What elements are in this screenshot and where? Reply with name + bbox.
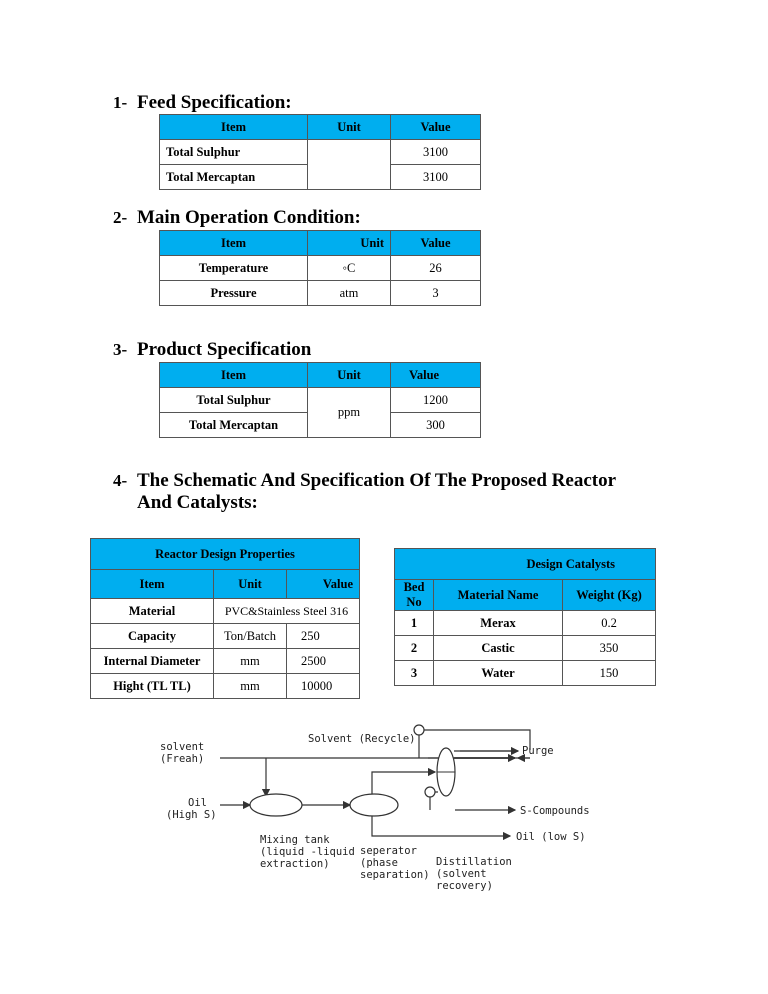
header-weight: Weight (Kg)	[562, 579, 656, 611]
table-cell: 300	[390, 412, 481, 438]
header-unit: Unit	[307, 230, 391, 256]
catalysts-title: Design Catalysts	[394, 548, 656, 580]
label-recycle: Solvent (Recycle)	[308, 733, 415, 745]
header-unit: Unit	[307, 114, 391, 140]
table-cell: Capacity	[90, 623, 214, 649]
mixing-tank	[249, 793, 303, 817]
table-cell: 3100	[390, 139, 481, 165]
header-value: Value	[390, 230, 481, 256]
label-purge: Purge	[522, 745, 554, 757]
table-cell: mm	[213, 673, 287, 699]
header-unit: Unit	[213, 569, 287, 599]
header-item: Item	[159, 362, 308, 388]
table-cell: Total Mercaptan	[159, 412, 308, 438]
header-value: Value	[390, 362, 481, 388]
header-bed: Bed No	[394, 579, 434, 611]
table-cell: Merax	[433, 610, 563, 636]
table-cell: PVC&Stainless Steel 316	[213, 598, 360, 624]
header-item: Item	[90, 569, 214, 599]
header-item: Item	[159, 114, 308, 140]
table-cell: Total Sulphur	[159, 387, 308, 413]
label-distillation-2: (solvent	[436, 868, 487, 880]
label-mixing: Mixing tank	[260, 834, 330, 846]
section-2-heading: 2-Main Operation Condition:	[113, 207, 361, 228]
header-unit: Unit	[307, 362, 391, 388]
label-scompounds: S-Compounds	[520, 805, 590, 817]
label-separator-3: separation)	[360, 869, 430, 881]
reactor-title: Reactor Design Properties	[90, 538, 360, 570]
table-cell: 3100	[390, 164, 481, 190]
label-mixing-2: (liquid -liquid	[260, 846, 355, 858]
label-solvent-sub: (Freah)	[160, 753, 204, 765]
process-schematic: solvent (Freah) Oil (High S) Solvent (Re…	[160, 724, 590, 892]
label-mixing-3: extraction)	[260, 858, 330, 870]
section-1-heading: 1-Feed Specification:	[113, 92, 292, 113]
section-3-heading: 3-Product Specification	[113, 339, 312, 360]
table-cell: ◦C	[307, 255, 391, 281]
header-material: Material Name	[433, 579, 563, 611]
table-cell: 3	[394, 660, 434, 686]
table-cell: Ton/Batch	[213, 623, 287, 649]
table-cell: 3	[390, 280, 481, 306]
label-distillation: Distillation	[436, 856, 512, 868]
table-cell: 1	[394, 610, 434, 636]
table-cell: ppm	[307, 387, 391, 438]
table-cell	[307, 139, 391, 190]
table-cell: Hight (TL TL)	[90, 673, 214, 699]
table-cell: Castic	[433, 635, 563, 661]
table-cell: Internal Diameter	[90, 648, 214, 674]
header-value: Value	[390, 114, 481, 140]
label-oil-out: Oil (low S)	[516, 831, 586, 843]
table-cell: 2500	[286, 648, 360, 674]
table-cell: Material	[90, 598, 214, 624]
label-distillation-3: recovery)	[436, 880, 493, 892]
table-cell: Pressure	[159, 280, 308, 306]
table-cell: 250	[286, 623, 360, 649]
table-cell: mm	[213, 648, 287, 674]
header-item: Item	[159, 230, 308, 256]
header-value: Value	[286, 569, 360, 599]
table-cell: Temperature	[159, 255, 308, 281]
separator-vessel	[349, 793, 399, 817]
table-cell: Total Mercaptan	[159, 164, 308, 190]
label-oil-sub: (High S)	[166, 809, 217, 821]
table-cell: Total Sulphur	[159, 139, 308, 165]
table-cell: 2	[394, 635, 434, 661]
table-cell: 350	[562, 635, 656, 661]
table-cell: 26	[390, 255, 481, 281]
label-solvent: solvent	[160, 741, 204, 753]
table-cell: atm	[307, 280, 391, 306]
label-oil: Oil	[188, 797, 207, 809]
table-cell: Water	[433, 660, 563, 686]
table-cell: 10000	[286, 673, 360, 699]
section-4-heading: 4-The Schematic And Specification Of The…	[113, 470, 617, 513]
table-cell: 0.2	[562, 610, 656, 636]
label-separator: seperator	[360, 845, 417, 857]
table-cell: 150	[562, 660, 656, 686]
label-separator-2: (phase	[360, 857, 398, 869]
table-cell: 1200	[390, 387, 481, 413]
